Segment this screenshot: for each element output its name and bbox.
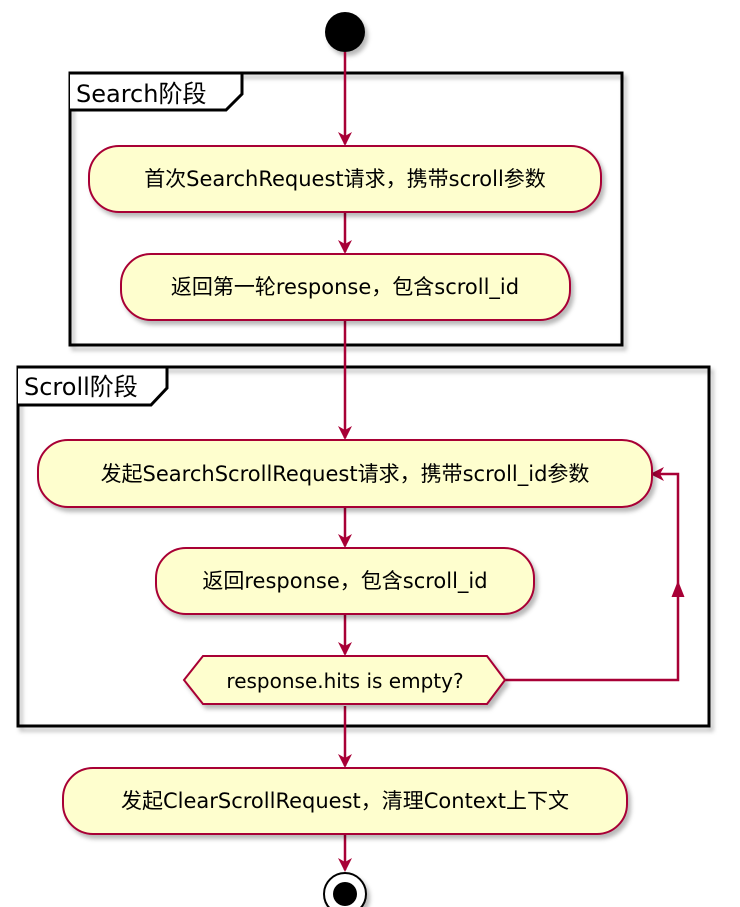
search-frame-title: Search阶段	[76, 80, 206, 108]
node-first-request: 首次SearchRequest请求，携带scroll参数	[88, 145, 602, 213]
decision-hits-empty: response.hits is empty?	[182, 655, 507, 705]
node-clear-scroll: 发起ClearScrollRequest，清理Context上下文	[62, 767, 628, 835]
node-scroll-response: 返回response，包含scroll_id	[155, 547, 535, 615]
flow-arrows	[338, 52, 685, 872]
node-first-response-label: 返回第一轮response，包含scroll_id	[171, 275, 519, 300]
scroll-frame-title: Scroll阶段	[24, 373, 138, 401]
arrow-loop-mid-marker	[671, 580, 685, 598]
node-clear-scroll-label: 发起ClearScrollRequest，清理Context上下文	[121, 789, 569, 813]
node-scroll-response-label: 返回response，包含scroll_id	[202, 569, 487, 594]
node-scroll-request: 发起SearchScrollRequest请求，携带scroll_id参数	[37, 439, 653, 508]
node-first-request-label: 首次SearchRequest请求，携带scroll参数	[144, 167, 546, 191]
end-node	[323, 872, 367, 907]
arrow-decision-loop-back	[505, 467, 680, 682]
node-first-response: 返回第一轮response，包含scroll_id	[120, 253, 571, 321]
node-scroll-request-label: 发起SearchScrollRequest请求，携带scroll_id参数	[101, 462, 590, 487]
decision-hits-empty-label: response.hits is empty?	[226, 669, 463, 693]
start-node	[325, 12, 365, 52]
scroll-frame: Scroll阶段	[16, 365, 711, 728]
